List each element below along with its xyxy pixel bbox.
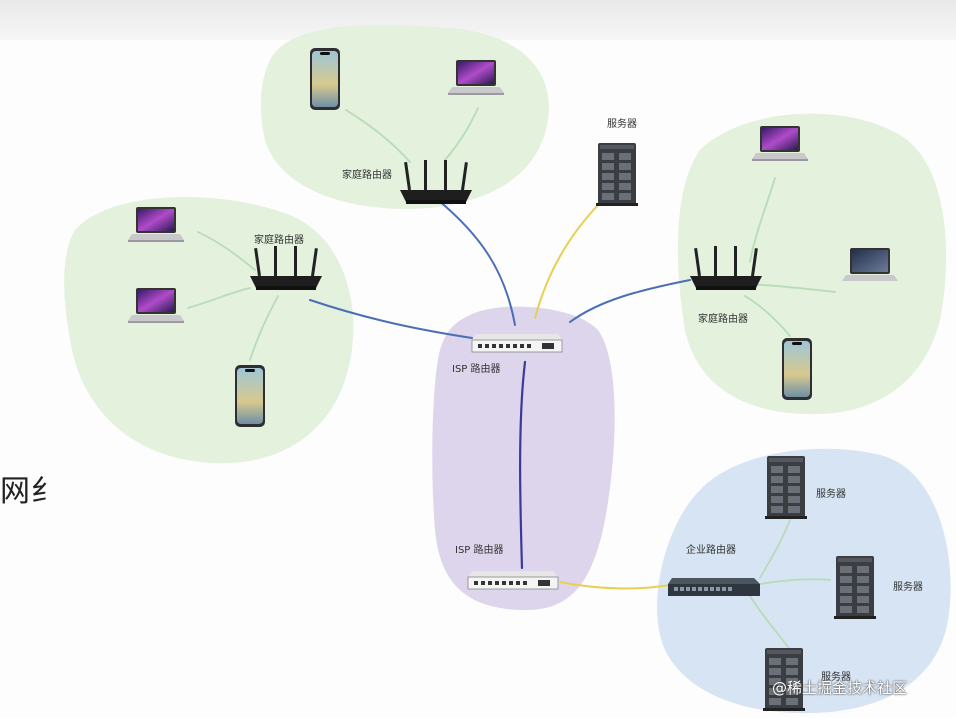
laptop-icon xyxy=(842,248,898,281)
link-server-to-isp xyxy=(534,204,599,319)
phone-icon xyxy=(235,365,265,427)
link-isp-to-isp xyxy=(519,360,527,570)
enterprise-network-cloud xyxy=(657,448,951,714)
laptop-icon xyxy=(448,60,504,95)
server-tower-icon xyxy=(765,456,807,519)
enterprise-router-label: 企业路由器 xyxy=(686,543,736,556)
switch-icon xyxy=(668,578,760,596)
link-isp-to-enterprise xyxy=(559,581,671,590)
cropped-slide-text: 网纟 xyxy=(0,474,62,509)
server-enterprise-label-3: 服务器 xyxy=(821,670,851,683)
laptop-icon xyxy=(128,288,184,323)
link-home-top-to-isp xyxy=(437,199,516,326)
server-tower-icon xyxy=(834,556,876,619)
phone-icon xyxy=(782,338,812,400)
link-home-left-to-isp xyxy=(309,299,473,339)
home-right-devices xyxy=(690,126,898,400)
region-clouds xyxy=(64,24,951,714)
laptop-icon xyxy=(128,207,184,242)
home-router-left-label: 家庭路由器 xyxy=(254,233,304,246)
isp-network-cloud xyxy=(432,306,615,611)
server-enterprise-label-1: 服务器 xyxy=(816,487,846,500)
isp-router-bottom-label: ISP 路由器 xyxy=(455,543,504,556)
diagram-labels: 家庭路由器 家庭路由器 家庭路由器 服务器 ISP 路由器 ISP 路由器 企业… xyxy=(254,117,923,683)
home-network-top-cloud xyxy=(260,24,549,209)
isp-router-icon xyxy=(467,570,559,590)
home-network-right-cloud xyxy=(677,113,947,415)
link-home-right-to-isp xyxy=(569,279,691,323)
home-router-right-label: 家庭路由器 xyxy=(698,312,748,325)
home-network-left-cloud xyxy=(64,196,354,464)
phone-icon xyxy=(310,48,340,110)
server-top-label: 服务器 xyxy=(607,117,637,130)
server-enterprise-label-2: 服务器 xyxy=(893,580,923,593)
enterprise-devices xyxy=(668,456,876,711)
server-tower-icon xyxy=(596,143,638,206)
isp-router-top-label: ISP 路由器 xyxy=(452,362,501,375)
network-links xyxy=(187,107,836,651)
isp-router-icon xyxy=(471,333,563,353)
laptop-icon xyxy=(752,126,808,161)
home-router-top-label: 家庭路由器 xyxy=(342,168,392,181)
watermark: @稀土掘金技术社区 xyxy=(772,679,908,697)
